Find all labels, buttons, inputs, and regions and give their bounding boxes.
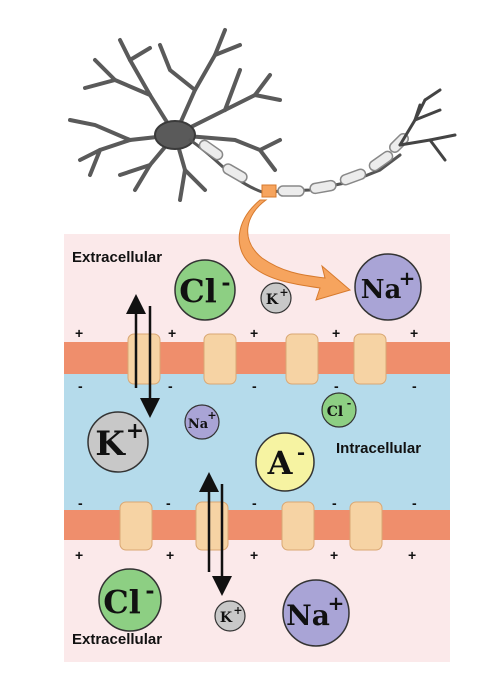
svg-text:+: +: [399, 266, 416, 290]
k-ion-top: K +: [260, 282, 292, 314]
svg-text:-: -: [166, 495, 171, 511]
svg-text:-: -: [347, 397, 352, 410]
intracellular-label: Intracellular: [336, 440, 421, 457]
signs-bottom-positive: + + + + +: [75, 547, 416, 563]
svg-text:Cl: Cl: [327, 404, 343, 420]
svg-text:-: -: [297, 440, 305, 464]
svg-text:Na: Na: [188, 417, 209, 432]
svg-text:K: K: [266, 292, 279, 308]
svg-text:+: +: [233, 604, 242, 617]
channels-bottom: [119, 501, 383, 551]
svg-text:K: K: [95, 424, 126, 464]
svg-text:Na: Na: [286, 599, 330, 632]
svg-text:-: -: [412, 378, 417, 394]
svg-text:+: +: [410, 325, 418, 341]
cl-ion-top: Cl -: [174, 259, 236, 321]
svg-text:+: +: [166, 547, 174, 563]
svg-text:+: +: [250, 547, 258, 563]
svg-text:-: -: [168, 378, 173, 394]
svg-text:+: +: [75, 547, 83, 563]
svg-text:-: -: [145, 578, 154, 604]
transport-arrows-bottom: [199, 472, 232, 596]
svg-text:-: -: [252, 378, 257, 394]
svg-text:+: +: [75, 325, 83, 341]
signs-bottom-negative: - - - - -: [78, 495, 417, 511]
extracellular-label-bottom: Extracellular: [72, 631, 162, 648]
svg-text:+: +: [328, 591, 345, 615]
svg-text:+: +: [126, 418, 144, 444]
k-ion-mid: K +: [87, 411, 149, 473]
svg-text:+: +: [168, 325, 176, 341]
a-ion-mid: A -: [255, 432, 315, 492]
k-ion-bottom: K +: [214, 600, 246, 632]
svg-text:+: +: [250, 325, 258, 341]
svg-text:K: K: [220, 610, 233, 626]
svg-text:+: +: [330, 547, 338, 563]
svg-text:-: -: [334, 378, 339, 394]
svg-text:+: +: [408, 547, 416, 563]
svg-text:A: A: [267, 444, 294, 482]
svg-text:-: -: [252, 495, 257, 511]
svg-text:-: -: [332, 495, 337, 511]
na-ion-top: Na +: [354, 253, 422, 321]
svg-text:+: +: [332, 325, 340, 341]
svg-text:-: -: [221, 270, 230, 296]
svg-text:Na: Na: [361, 275, 402, 305]
cl-ion-mid: Cl -: [321, 392, 357, 428]
signs-top-negative: - - - - -: [78, 378, 417, 394]
cl-ion-bottom: Cl -: [98, 568, 162, 632]
svg-text:+: +: [207, 409, 216, 422]
signs-top-positive: + + + + +: [75, 325, 418, 341]
svg-text:-: -: [78, 495, 83, 511]
svg-text:-: -: [78, 378, 83, 394]
extracellular-label-top: Extracellular: [72, 249, 162, 266]
neuron-icon: [68, 28, 457, 202]
svg-text:Cl: Cl: [179, 272, 217, 310]
svg-text:Cl: Cl: [103, 583, 141, 621]
zoom-marker: [261, 184, 277, 198]
svg-text:-: -: [412, 495, 417, 511]
transport-arrows-top: [126, 294, 160, 418]
membrane-top: [64, 342, 450, 374]
zoom-arrow: [238, 199, 352, 301]
svg-text:+: +: [279, 286, 288, 299]
na-ion-bottom: Na +: [282, 579, 350, 647]
na-ion-mid: Na +: [184, 404, 220, 440]
